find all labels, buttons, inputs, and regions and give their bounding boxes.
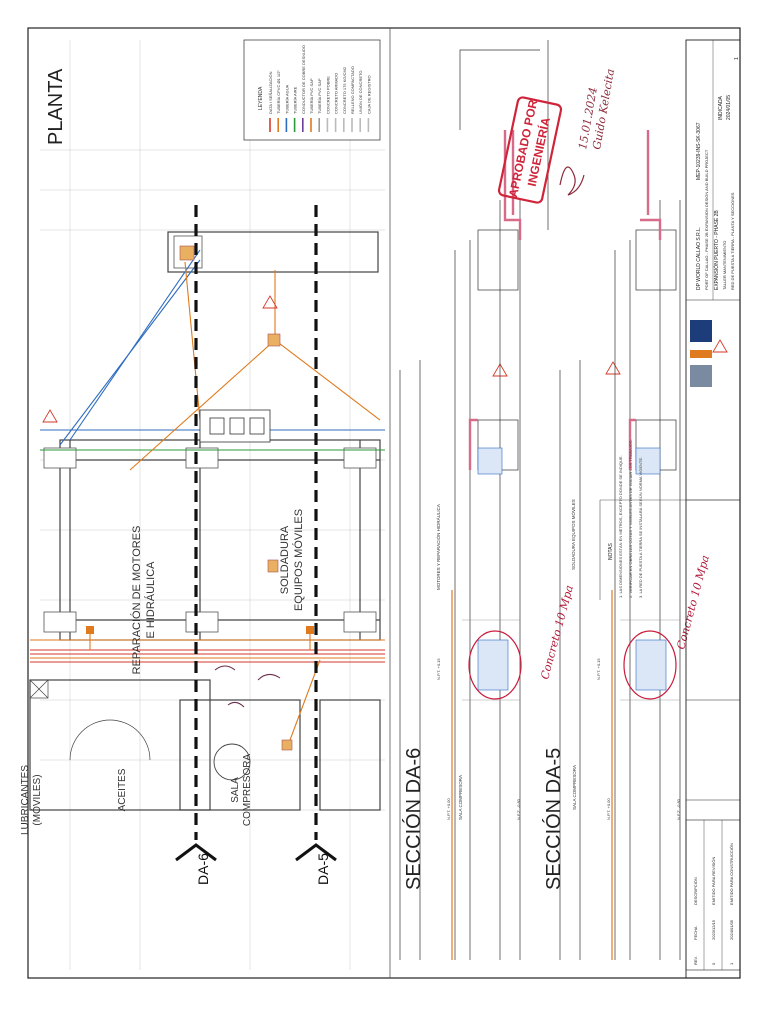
compressor-symbol (213, 743, 251, 781)
legend-label-2: TUBERÍA AGUA (284, 84, 289, 114)
legend-label-10: RELLENO COMPACTADO (350, 66, 355, 114)
section-views: N.P.T. +0.15 N.P.T. +0.00 N.P.T. +0.15 N… (399, 40, 681, 960)
legend-label-11: UNIÓN DE CONCRETO (358, 71, 363, 114)
room-label-equipos: EQUIPOS MÓVILES (292, 509, 305, 611)
room-label-lubricantes: LUBRICANTES (20, 765, 31, 835)
tb-drawing-no: MEP-10239-INS-SK-3067 (696, 122, 702, 180)
legend-box (243, 39, 381, 141)
rev-header-0: REV. (693, 956, 698, 965)
legend-label-4: CONDUCTOR DE COBRE DESNUDO (301, 45, 306, 114)
note-2: 2. VERIFICAR EN OBRA LAS COTAS Y NIVELES… (628, 439, 633, 598)
level-da5-2: N.P.T. +0.00 (606, 798, 611, 820)
cut-label-da5: DA-5 (315, 853, 331, 885)
room-label-sala: SALA (230, 777, 241, 803)
notes-title: NOTAS (608, 542, 614, 560)
plan-title: PLANTA (45, 68, 67, 145)
legend-label-1: TUBERÍA CPVC Ø1 1/2" (276, 70, 281, 114)
legend-label-3: TUBERÍA AIRE (293, 86, 298, 114)
rev-header-2: DESCRIPCIÓN (693, 877, 698, 905)
room-label-motores: REPARACIÓN DE MOTORES (130, 526, 143, 675)
tb-revision: 1 (734, 57, 740, 60)
rev-header-1: FECHA (693, 926, 698, 940)
level-da6-2: N.P.T. +0.00 (446, 798, 451, 820)
room-label-moviles: (MÓVILES) (30, 774, 43, 825)
revisions-table: REV. FECHA DESCRIPCIÓN 0 2023/12/15 EMIT… (685, 819, 741, 971)
level-da6-3: N.F.Z. -0.80 (516, 798, 521, 820)
legend-label-7: CONCRETO POBRE (325, 76, 330, 114)
legend-label-0: DATA / SEÑALIZACIÓN (268, 71, 273, 114)
note-1: 1. LAS DIMENSIONES ESTÁN EN METROS, EXCE… (618, 455, 623, 598)
level-da5-3: N.F.Z. -0.80 (676, 798, 681, 820)
room-label-hidraulica: E HIDRÁULICA (144, 561, 157, 639)
legend-label-6: TUBERÍA PVC SAP (317, 78, 322, 114)
rev-row-0-0: 0 (711, 962, 716, 965)
room-label-aceites: ACEITES (117, 768, 128, 811)
legend-title: LEYENDA (258, 86, 264, 110)
da6-room-note-2: SALA COMPRESORA (572, 765, 577, 810)
rev-row-1-2: EMITIDO PARA CONSTRUCCIÓN (729, 843, 734, 905)
approval-stamp: APROBADO POR INGENIERÍA (497, 96, 563, 204)
company-logo (690, 320, 712, 387)
plan-view (29, 40, 728, 970)
legend-label-12: CAJA DE REGISTRO (366, 75, 371, 114)
rev-row-0-1: 2023/12/15 (711, 919, 716, 940)
cut-arrow-da5 (295, 843, 337, 862)
da6-room-note-1: MOTORES Y REPARACIÓN HIDRÁULICA (435, 504, 441, 590)
da5-room-note-2: SALA COMPRESORA (458, 775, 463, 820)
sheet-frame (27, 27, 741, 979)
room-label-soldadura: SOLDADURA (279, 525, 291, 594)
cut-label-da6: DA-6 (195, 853, 211, 885)
tb-drawing-title: RED DE PUESTA A TIERRA - PLANTA Y SECCIO… (730, 192, 735, 290)
note-3: 3. LA RED DE PUESTA A TIERRA SE INSTALAR… (638, 457, 643, 598)
da5-room-note-1: SOLDADURA EQUIPOS MÓVILES (570, 499, 576, 570)
legend-label-5: TUBERÍA PVC SAP (309, 78, 314, 114)
rev-row-1-0: 1 (729, 962, 734, 965)
title-block: DP WORLD CALLAO S.R.L. PORT OF CALLAO - … (685, 39, 741, 979)
tb-sub: EXPANSIÓN PUERTO - PHASE 2B (713, 210, 720, 290)
cut-arrow-da6 (175, 843, 217, 862)
legend-label-8: CONCRETO ARMADO (334, 73, 339, 114)
level-da6-1: N.P.T. +0.15 (436, 658, 441, 680)
level-da5-1: N.P.T. +0.15 (596, 658, 601, 680)
rev-row-1-1: 2024/01/05 (729, 919, 734, 940)
tb-taller: TALLER MANTENIMIENTO (722, 241, 727, 290)
tb-scale: INDICADA (718, 95, 724, 120)
ground-pit-2 (306, 626, 314, 634)
ground-pit-1 (86, 626, 94, 634)
legend-label-9: CONCRETO 175 KG/CM2 (342, 66, 347, 114)
rev-row-0-2: EMITIDO PARA REVISIÓN (711, 857, 716, 905)
tb-date: 2024/01/05 (726, 95, 732, 120)
tb-project: PORT OF CALLAO - PHASE 2B EXPANSION DESI… (704, 149, 709, 290)
tb-company: DP WORLD CALLAO S.R.L. (696, 227, 702, 290)
section-da6-title: SECCIÓN DA-6 (402, 748, 425, 890)
room-label-compresora: COMPRESORA (242, 754, 253, 827)
section-da5-title: SECCIÓN DA-5 (542, 748, 565, 890)
